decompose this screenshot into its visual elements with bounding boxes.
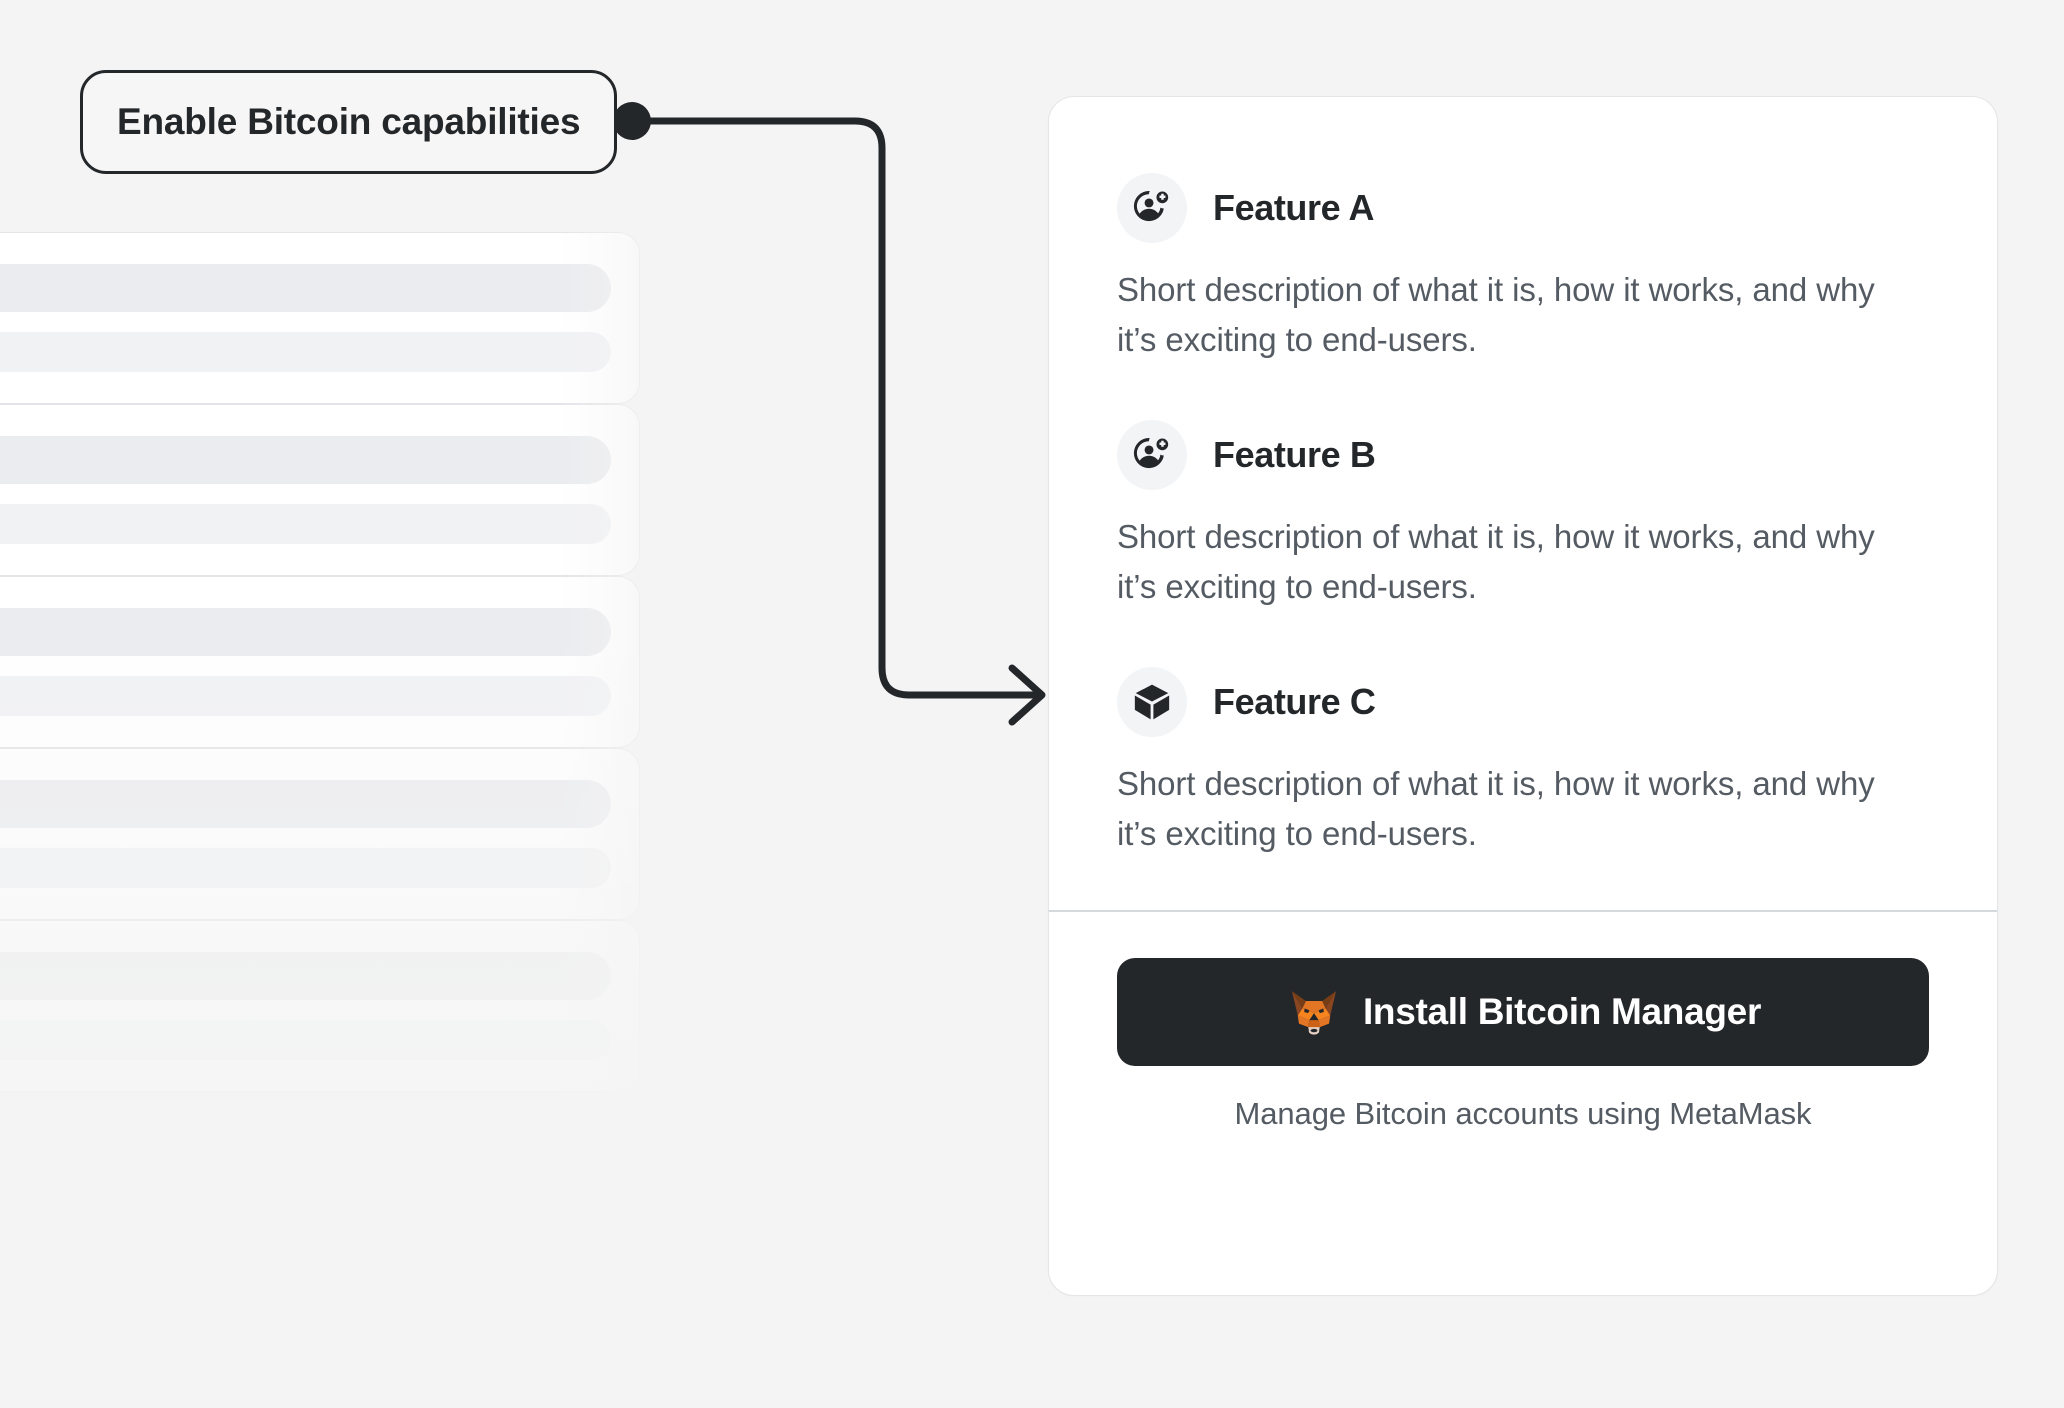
metamask-fox-icon bbox=[1285, 983, 1343, 1041]
feature-card: Feature A Short description of what it is… bbox=[1048, 96, 1998, 1296]
feature-item: Feature B Short description of what it is… bbox=[1117, 420, 1929, 611]
callout-label-text: Enable Bitcoin capabilities bbox=[117, 101, 581, 142]
feature-list: Feature A Short description of what it is… bbox=[1049, 97, 1997, 858]
callout-label: Enable Bitcoin capabilities bbox=[80, 70, 618, 174]
feature-title: Feature A bbox=[1213, 187, 1375, 228]
feature-description: Short description of what it is, how it … bbox=[1117, 271, 1875, 358]
connector-path bbox=[632, 117, 1044, 699]
card-footer: Install Bitcoin Manager Manage Bitcoin a… bbox=[1049, 912, 1997, 1176]
feature-item: Feature A Short description of what it is… bbox=[1117, 173, 1929, 364]
feature-heading-row: Feature C bbox=[1117, 667, 1929, 737]
feature-description: Short description of what it is, how it … bbox=[1117, 765, 1875, 852]
connector-dot-icon bbox=[613, 102, 651, 140]
feature-title: Feature B bbox=[1213, 434, 1376, 475]
card-divider bbox=[1049, 910, 1997, 912]
feature-heading-row: Feature B bbox=[1117, 420, 1929, 490]
install-bitcoin-manager-button[interactable]: Install Bitcoin Manager bbox=[1117, 957, 1929, 1066]
feature-item: Feature C Short description of what it is… bbox=[1117, 667, 1929, 858]
install-subtext: Manage Bitcoin accounts using MetaMask bbox=[1234, 1095, 1812, 1131]
feature-description: Short description of what it is, how it … bbox=[1117, 518, 1875, 605]
add-user-icon bbox=[1117, 420, 1187, 490]
cube-icon bbox=[1117, 667, 1187, 737]
arrow-right-icon bbox=[1008, 664, 1046, 726]
add-user-icon bbox=[1117, 173, 1187, 243]
feature-heading-row: Feature A bbox=[1117, 173, 1929, 243]
install-button-label: Install Bitcoin Manager bbox=[1362, 990, 1762, 1032]
feature-title: Feature C bbox=[1213, 681, 1376, 722]
